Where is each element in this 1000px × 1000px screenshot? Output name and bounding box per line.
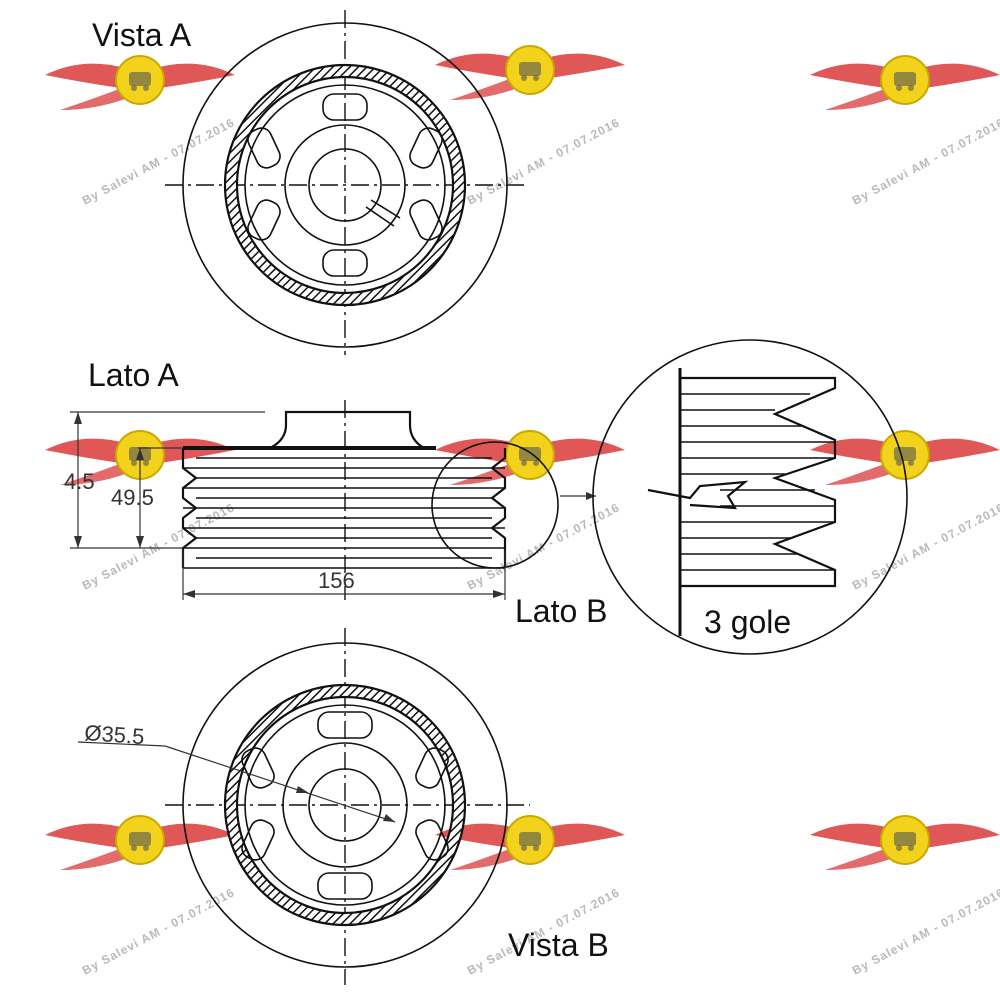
vista-b-view	[77, 628, 530, 985]
dimension-bore-diameter: Ø35.5	[84, 720, 146, 749]
hub-boss	[269, 410, 425, 449]
groove-detail-view	[592, 339, 908, 655]
groove-lines	[183, 457, 505, 559]
outer-rim-outline	[182, 22, 508, 348]
watermark-text: By Salevi AM - 07.07.2016	[850, 500, 1000, 592]
detail-hatch-lines	[680, 393, 835, 571]
outer-rim-outline	[182, 642, 508, 968]
rubber-damper-ring	[225, 685, 465, 925]
lato-a-side-view	[70, 400, 596, 600]
detail-circle	[592, 339, 908, 655]
watermark-text: By Salevi AM - 07.07.2016	[80, 115, 237, 207]
lato-b-label: Lato B	[515, 593, 608, 629]
rubber-damper-ring	[225, 65, 465, 305]
dimension-width: 156	[318, 568, 355, 593]
center-bore	[308, 148, 382, 222]
watermark-text: By Salevi AM - 07.07.2016	[850, 115, 1000, 207]
break-symbol	[647, 480, 749, 510]
vista-b-label: Vista B	[508, 927, 609, 963]
watermark-text: By Salevi AM - 07.07.2016	[465, 115, 622, 207]
center-bore	[308, 768, 382, 842]
hub-window-slots	[247, 93, 443, 277]
quick-service-logo-icon	[809, 55, 1000, 111]
grooves-label: 3 gole	[704, 604, 791, 640]
vista-a-label: Vista A	[92, 17, 192, 53]
detail-callout-circle	[431, 441, 559, 569]
hub-window-slots	[241, 711, 449, 900]
lato-a-label: Lato A	[88, 357, 179, 393]
vista-a-view	[165, 10, 525, 355]
quick-service-logo-icon	[434, 45, 626, 101]
watermark-text: By Salevi AM - 07.07.2016	[850, 885, 1000, 977]
dimension-height-inner: 49.5	[111, 485, 154, 510]
quick-service-logo-icon	[809, 815, 1000, 871]
watermark-text: By Salevi AM - 07.07.2016	[80, 500, 237, 592]
dimension-height-total: 4.5	[64, 469, 95, 494]
quick-service-logo-icon	[44, 815, 236, 871]
